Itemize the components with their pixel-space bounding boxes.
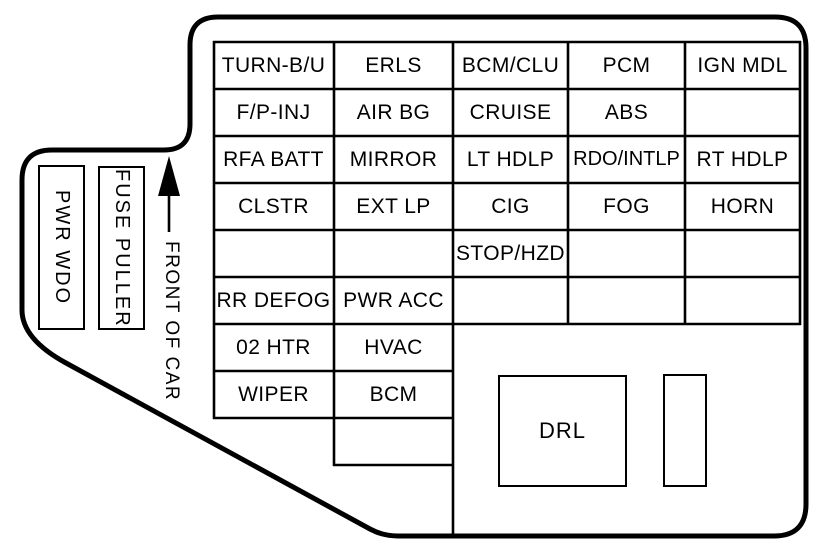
drl-relay-box: DRL: [498, 375, 627, 487]
fuse-rr-defog: RR DEFOG: [216, 288, 331, 312]
fuse-grid-lines: [212, 40, 802, 535]
small-relay-box: [663, 374, 707, 487]
front-of-car-arrow-icon: [158, 156, 180, 232]
fuse-bcm: BCM: [369, 382, 418, 406]
fuse-stop-hzd: STOP/HZD: [456, 241, 565, 265]
fuse-rt-hdlp: RT HDLP: [696, 147, 789, 171]
fuse-clstr: CLSTR: [238, 194, 309, 218]
pwr-wdo-slot: PWR WDO: [38, 165, 85, 330]
fuse-abs: ABS: [604, 100, 649, 124]
fuse-turn-bu: TURN-B/U: [221, 53, 326, 77]
fuse-fog: FOG: [603, 194, 650, 218]
fuse-hvac: HVAC: [364, 335, 423, 359]
front-of-car-label: FRONT OF CAR: [161, 241, 182, 402]
fuse-cruise: CRUISE: [469, 100, 552, 124]
drl-label: DRL: [538, 418, 586, 443]
fuse-pwr-acc: PWR ACC: [343, 288, 444, 312]
fuse-rdo-intlp: RDO/INTLP: [573, 148, 680, 170]
fuse-pcm: PCM: [602, 53, 651, 77]
fuse-02-htr: 02 HTR: [236, 335, 311, 359]
fuse-mirror: MIRROR: [349, 147, 438, 171]
housing-outline: [19, 14, 809, 539]
fuse-cig: CIG: [491, 194, 530, 218]
fuse-erls: ERLS: [365, 53, 422, 77]
fuse-wiper: WIPER: [238, 382, 309, 406]
fuse-lt-hdlp: LT HDLP: [466, 147, 555, 171]
fuse-puller-slot: FUSE PULLER: [98, 166, 145, 330]
fuse-horn: HORN: [710, 194, 775, 218]
fuse-ext-lp: EXT LP: [356, 194, 431, 218]
fuse-bcm-clu: BCM/CLU: [461, 53, 560, 77]
fuse-ign-mdl: IGN MDL: [697, 53, 788, 77]
fuse-puller-label: FUSE PULLER: [111, 168, 133, 328]
fuse-fp-inj: F/P-INJ: [236, 100, 311, 124]
fuse-air-bg: AIR BG: [356, 100, 431, 124]
fuse-rfa-batt: RFA BATT: [223, 147, 324, 171]
pwr-wdo-label: PWR WDO: [51, 189, 73, 306]
